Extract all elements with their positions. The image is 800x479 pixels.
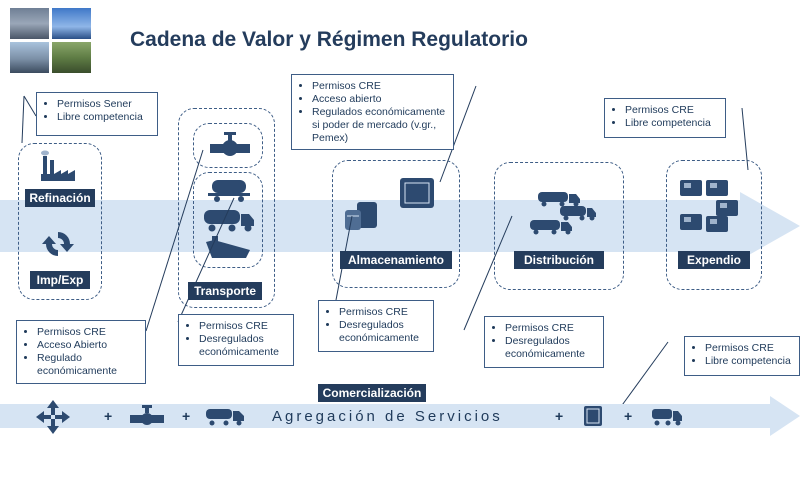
truck-small-icon [652,409,682,426]
note-transporte-otros: Permisos CRE Desregulados económicamente [178,314,294,366]
refinacion-box [18,143,102,300]
tanker-truck-icon [204,210,254,232]
fuel-pump-icon [680,180,738,232]
stage-label-comercializacion: Comercialización [318,384,426,402]
note-item: Desregulados económicamente [199,333,287,359]
refinery-icon [41,150,75,181]
plus-sign: + [555,408,564,424]
plus-sign: + [104,408,113,424]
aggregation-text: Agregación de Servicios [272,408,503,425]
photo-collage [10,8,94,76]
note-distribucion: Permisos CRE Desregulados económicamente [484,316,604,368]
note-item: Regulado económicamente [37,352,139,378]
transporte-inner-bottom [193,172,263,268]
note-item: Permisos CRE [705,342,793,355]
cross-arrows-icon [36,400,70,434]
pipeline-valve-icon [210,132,250,156]
storage-tank-tall-icon [400,178,434,208]
note-item: Permisos Sener [57,98,151,111]
note-item: Libre competencia [625,117,719,130]
storage-tank-small-icon [584,406,602,426]
rail-tank-car-icon [208,180,250,202]
stage-label-distribucion: Distribución [514,251,604,269]
stage-label-almacenamiento: Almacenamiento [340,251,452,269]
photo-blue-sky-tower [52,8,91,39]
distribution-trucks-icon [530,192,596,235]
stage-label-expendio: Expendio [678,251,750,269]
distribucion-box [494,162,624,290]
plus-sign: + [182,408,191,424]
page-title: Cadena de Valor y Régimen Regulatorio [130,28,528,51]
stage-label-transporte: Transporte [188,282,262,300]
pipeline-valve-small-icon [130,405,164,425]
note-item: Permisos CRE [312,80,447,93]
note-item: Acceso Abierto [37,339,139,352]
note-item: Regulados económicamente si poder de mer… [312,106,447,145]
note-item: Permisos CRE [37,326,139,339]
note-comercializacion: Permisos CRE Libre competencia [684,336,800,376]
note-expendio: Permisos CRE Libre competencia [604,98,726,138]
note-item: Libre competencia [57,111,151,124]
stage-label-impexp: Imp/Exp [30,271,90,289]
plus-sign: + [624,408,633,424]
photo-port-ships [10,42,49,73]
note-item: Desregulados económicamente [339,319,427,345]
note-item: Permisos CRE [339,306,427,319]
note-item: Desregulados económicamente [505,335,597,361]
transporte-inner-top [193,123,263,168]
note-transporte-ducto: Permisos CRE Acceso Abierto Regulado eco… [16,320,146,384]
value-chain-band [0,192,800,260]
photo-green-refinery [52,42,91,73]
stage-label-refinacion: Refinación [25,189,95,207]
note-item: Permisos CRE [625,104,719,117]
expendio-box [666,160,762,290]
tanker-truck-small-icon [206,409,244,426]
storage-tanks-icon [345,202,377,230]
note-item: Libre competencia [705,355,793,368]
almacenamiento-box [332,160,460,288]
note-item: Acceso abierto [312,93,447,106]
transporte-box [178,108,275,308]
import-export-cycle-icon [42,232,74,256]
note-almacenamiento-otros: Permisos CRE Desregulados económicamente [318,300,434,352]
note-refinacion: Permisos Sener Libre competencia [36,92,158,136]
note-item: Permisos CRE [505,322,597,335]
note-almacenamiento-regulado: Permisos CRE Acceso abierto Regulados ec… [291,74,454,150]
photo-refinery-dusk [10,8,49,39]
note-item: Permisos CRE [199,320,287,333]
